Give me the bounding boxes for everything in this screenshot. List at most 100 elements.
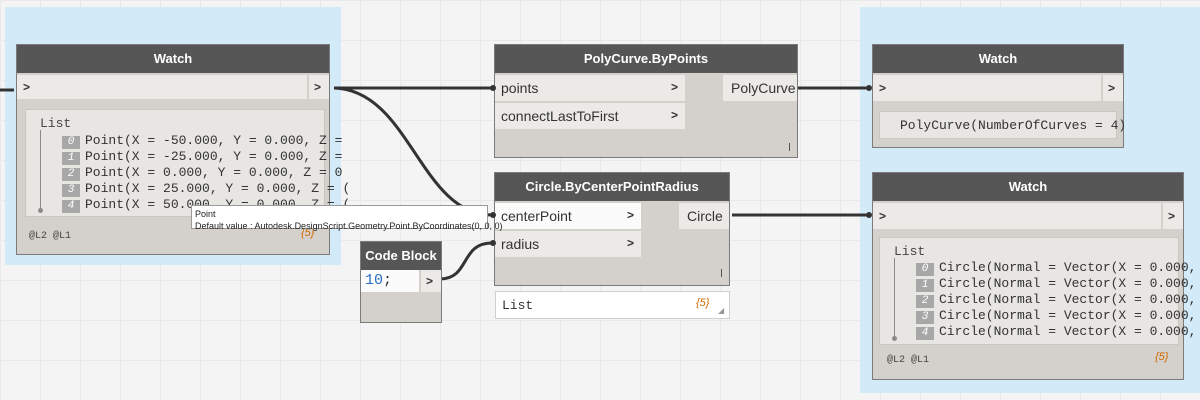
node-title[interactable]: Circle.ByCenterPointRadius xyxy=(495,173,729,201)
code-number: 10 xyxy=(365,272,384,289)
watch-input-port[interactable]: > xyxy=(17,75,307,99)
port-tooltip: Point Default value : Autodesk.DesignScr… xyxy=(191,205,503,231)
watch-input-port[interactable]: > xyxy=(873,75,1101,101)
input-port-connectlasttofirst[interactable]: connectLastToFirst > xyxy=(495,103,685,129)
circle-preview-bubble[interactable]: List {5} ◢ xyxy=(495,291,730,319)
port-connector-dot xyxy=(490,240,496,246)
code-output-port[interactable]: > xyxy=(421,270,441,292)
polycurve-bypoints-node[interactable]: PolyCurve.ByPoints points > connectLastT… xyxy=(494,44,798,158)
input-port-centerpoint[interactable]: centerPoint > xyxy=(495,203,641,229)
watch-output-port[interactable]: > xyxy=(1103,75,1123,101)
node-title[interactable]: Code Block xyxy=(361,242,441,270)
circle-bycenterpointradius-node[interactable]: Circle.ByCenterPointRadius centerPoint >… xyxy=(494,172,730,286)
list-index: 4 xyxy=(916,327,934,340)
list-index: 0 xyxy=(62,136,80,149)
watch-value-view[interactable]: PolyCurve(NumberOfCurves = 4) xyxy=(879,111,1126,139)
chevron-right-icon: > xyxy=(879,209,887,223)
list-item-text: Circle(Normal = Vector(X = 0.000, xyxy=(939,276,1197,291)
port-label: radius xyxy=(501,236,540,252)
tooltip-title: Point xyxy=(195,209,216,219)
watch-node-points[interactable]: Watch > > List 0 Point(X = -50.000, Y = 0… xyxy=(16,44,350,255)
node-title[interactable]: PolyCurve.ByPoints xyxy=(495,45,797,73)
list-item: 3 Point(X = 25.000, Y = 0.000, Z = ( xyxy=(62,181,350,197)
list-levels: @L2 @L1 xyxy=(887,355,930,366)
watch-output-port[interactable]: > xyxy=(1163,203,1183,229)
tooltip-default-value: Default value : Autodesk.DesignScript.Ge… xyxy=(195,221,503,231)
list-item: 1 Point(X = -25.000, Y = 0.000, Z = xyxy=(62,149,342,165)
list-item-text: Point(X = -50.000, Y = 0.000, Z = xyxy=(85,133,343,148)
code-semicolon: ; xyxy=(383,272,393,289)
port-label: connectLastToFirst xyxy=(501,108,619,124)
chevron-right-icon: > xyxy=(671,80,679,94)
chevron-right-icon: > xyxy=(671,108,679,122)
list-tree-line xyxy=(894,258,895,338)
chevron-right-icon: > xyxy=(627,236,635,250)
list-item: 0 Point(X = -50.000, Y = 0.000, Z = xyxy=(62,133,342,149)
list-label: List xyxy=(894,244,926,259)
list-item-text: Point(X = 0.000, Y = 0.000, Z = 0 xyxy=(85,165,343,180)
port-label: points xyxy=(501,80,539,96)
watch-input-port[interactable]: > xyxy=(873,203,1161,229)
list-item-text: Circle(Normal = Vector(X = 0.000, xyxy=(939,308,1197,323)
chevron-right-icon: > xyxy=(314,80,322,94)
input-port-radius[interactable]: radius > xyxy=(495,231,641,257)
list-index: 3 xyxy=(916,311,934,324)
output-port-polycurve[interactable]: PolyCurve xyxy=(723,75,797,101)
list-index: 2 xyxy=(62,168,80,181)
list-item-text: Circle(Normal = Vector(X = 0.000, xyxy=(939,292,1197,307)
list-index: 1 xyxy=(916,279,934,292)
list-label: List xyxy=(40,116,72,131)
chevron-right-icon: > xyxy=(879,81,887,95)
node-title[interactable]: Watch xyxy=(873,45,1123,73)
input-port-points[interactable]: points > xyxy=(495,75,685,101)
list-tree-end-dot xyxy=(892,336,897,341)
port-connector-dot xyxy=(866,85,872,91)
preview-count: {5} xyxy=(696,297,710,309)
list-index: 0 xyxy=(916,263,934,276)
node-title[interactable]: Watch xyxy=(873,173,1183,201)
resize-handle[interactable] xyxy=(721,269,722,277)
watch-value: PolyCurve(NumberOfCurves = 4) xyxy=(900,118,1127,133)
port-connector-dot xyxy=(490,85,496,91)
list-item: 3 Circle(Normal = Vector(X = 0.000, xyxy=(916,308,1196,324)
chevron-right-icon: > xyxy=(426,274,434,288)
chevron-right-icon: > xyxy=(23,80,31,94)
code-block-node[interactable]: Code Block 10 ; > xyxy=(360,241,442,323)
list-count: {5} xyxy=(1155,351,1169,363)
list-item-text: Circle(Normal = Vector(X = 0.000, xyxy=(939,260,1197,275)
chevron-right-icon: > xyxy=(1168,209,1176,223)
list-item-text: Point(X = -25.000, Y = 0.000, Z = xyxy=(85,149,343,164)
list-index: 2 xyxy=(916,295,934,308)
output-port-circle[interactable]: Circle xyxy=(679,203,729,229)
list-index: 1 xyxy=(62,152,80,165)
port-connector-dot xyxy=(490,212,496,218)
list-levels: @L2 @L1 xyxy=(29,231,72,242)
list-item: 1 Circle(Normal = Vector(X = 0.000, xyxy=(916,276,1196,292)
list-count: {5} xyxy=(301,227,315,239)
list-tree-line xyxy=(40,130,41,210)
port-label: centerPoint xyxy=(501,208,572,224)
watch-node-polycurve[interactable]: Watch > > PolyCurve(NumberOfCurves = 4) xyxy=(872,44,1126,148)
list-item: 0 Circle(Normal = Vector(X = 0.000, xyxy=(916,260,1196,276)
list-index: 3 xyxy=(62,184,80,197)
node-title[interactable]: Watch xyxy=(17,45,329,73)
preview-label: List xyxy=(502,298,534,313)
list-item: 4 Circle(Normal = Vector(X = 0.000, xyxy=(916,324,1196,340)
list-item: 2 Point(X = 0.000, Y = 0.000, Z = 0 xyxy=(62,165,342,181)
resize-grip-icon: ◢ xyxy=(718,306,725,315)
resize-handle[interactable] xyxy=(789,143,790,151)
list-item-text: Point(X = 25.000, Y = 0.000, Z = ( xyxy=(85,181,351,196)
port-label: Circle xyxy=(687,208,723,224)
list-item-text: Circle(Normal = Vector(X = 0.000, xyxy=(939,324,1197,339)
port-connector-dot xyxy=(866,212,872,218)
list-tree-end-dot xyxy=(38,208,43,213)
chevron-right-icon: > xyxy=(1108,81,1116,95)
watch-output-port[interactable]: > xyxy=(309,75,329,99)
list-index: 4 xyxy=(62,200,80,213)
code-editor[interactable]: 10 ; xyxy=(361,270,419,292)
chevron-right-icon: > xyxy=(627,208,635,222)
port-label: PolyCurve xyxy=(731,80,796,96)
